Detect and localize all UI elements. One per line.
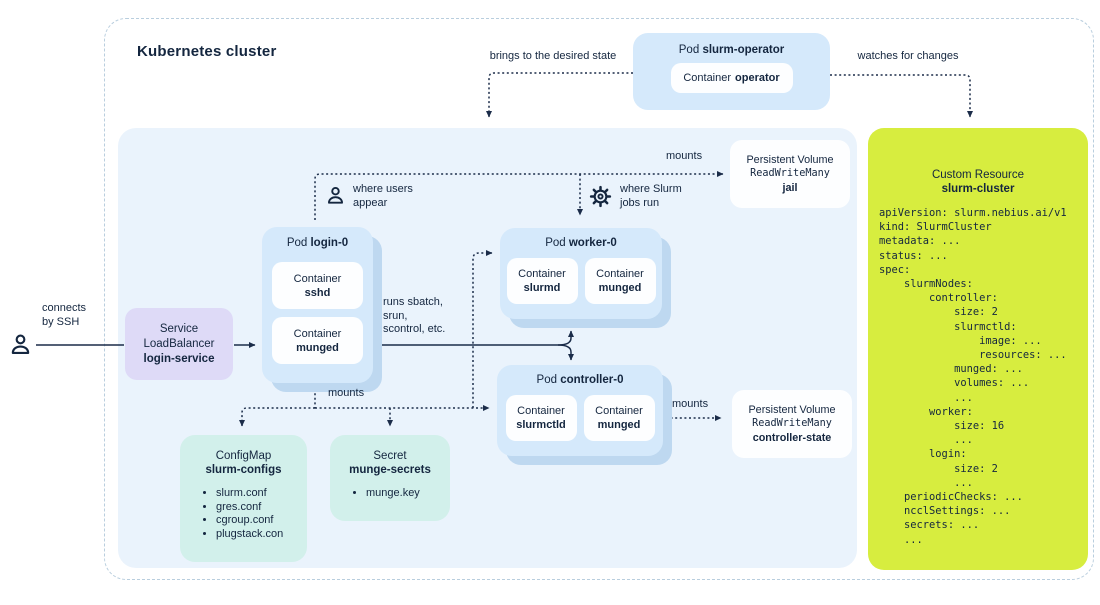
pod-name-label: slurm-operator xyxy=(702,44,785,56)
container-name-label: munged xyxy=(598,282,642,294)
service-kind-label: Service xyxy=(159,322,199,335)
configmap-name-label: slurm-configs xyxy=(205,464,282,476)
pod-login-title: Pod login-0 xyxy=(287,237,348,249)
container-type-label: Container xyxy=(683,72,732,84)
list-item: slurm.conf xyxy=(216,487,307,501)
pv-kind-label: Persistent Volume xyxy=(748,404,836,416)
list-item: cgroup.conf xyxy=(216,514,307,528)
container-name-label: slurmd xyxy=(523,282,561,294)
pod-type-label: Pod xyxy=(678,44,700,56)
pv-access-mode-label: ReadWriteMany xyxy=(752,418,832,429)
pv-name-label: controller-state xyxy=(752,432,832,444)
container-name-label: operator xyxy=(735,72,780,84)
configmap-slurm-configs: ConfigMap slurm-configs slurm.conf gres.… xyxy=(180,435,307,562)
pod-controller-0: Pod controller-0 Container slurmctld Con… xyxy=(497,365,663,456)
container-name-label: sshd xyxy=(304,286,331,299)
user-icon xyxy=(324,184,347,212)
pv-kind-label: Persistent Volume xyxy=(746,154,834,166)
custom-resource-title: Custom Resource slurm-cluster xyxy=(868,168,1088,196)
gear-icon xyxy=(588,184,613,214)
secret-name-label: munge-secrets xyxy=(349,464,431,476)
pod-name-label: controller-0 xyxy=(560,374,624,386)
user-icon xyxy=(7,331,34,363)
container-munged-controller: Container munged xyxy=(583,395,655,441)
label-mounts-configs: mounts xyxy=(328,387,365,399)
configmap-kind-label: ConfigMap xyxy=(215,450,272,462)
container-operator: Container operator xyxy=(670,63,793,93)
label-mounts-jail: mounts xyxy=(666,150,703,162)
configmap-file-list: slurm.conf gres.conf cgroup.conf plugsta… xyxy=(204,487,307,541)
pv-name-label: jail xyxy=(782,182,798,194)
container-type-label: Container xyxy=(293,272,342,285)
container-type-label: Container xyxy=(293,327,342,340)
pod-controller-title: Pod controller-0 xyxy=(537,374,624,386)
secret-kind-label: Secret xyxy=(373,450,407,462)
pod-type-label: Pod xyxy=(536,374,557,386)
container-sshd: Container sshd xyxy=(272,262,363,309)
pod-login-0: Pod login-0 Container sshd Container mun… xyxy=(262,227,373,383)
container-type-label: Container xyxy=(517,405,565,417)
container-slurmctld: Container slurmctld xyxy=(505,395,577,441)
label-watches-for-changes: watches for changes xyxy=(857,50,959,62)
container-name-label: slurmctld xyxy=(516,419,566,431)
pv-controller-state: Persistent Volume ReadWriteMany controll… xyxy=(732,390,852,458)
container-name-label: munged xyxy=(597,419,641,431)
custom-resource-box: Custom Resource slurm-cluster apiVersion… xyxy=(868,128,1088,570)
list-item: munge.key xyxy=(366,487,450,501)
container-slurmd: Container slurmd xyxy=(506,258,578,304)
list-item: gres.conf xyxy=(216,501,307,515)
pod-name-label: worker-0 xyxy=(568,237,617,249)
label-where-users-appear: where users appear xyxy=(353,183,413,209)
container-type-label: Container xyxy=(518,268,566,280)
custom-resource-name: slurm-cluster xyxy=(941,183,1015,195)
container-munged-login: Container munged xyxy=(272,317,363,364)
pod-type-label: Pod xyxy=(286,237,308,249)
label-where-slurm-jobs-run: where Slurm jobs run xyxy=(620,183,682,209)
container-name-label: munged xyxy=(296,341,339,354)
label-mounts-controller-state: mounts xyxy=(672,398,709,410)
service-name-label: login-service xyxy=(143,352,215,365)
custom-resource-kind: Custom Resource xyxy=(931,169,1025,181)
pod-type-label: Pod xyxy=(545,237,566,249)
pod-name-label: login-0 xyxy=(310,237,349,249)
label-brings-to-desired-state: brings to the desired state xyxy=(489,50,617,62)
label-connects-by-ssh: connects by SSH xyxy=(42,302,87,328)
pv-access-mode-label: ReadWriteMany xyxy=(750,168,830,179)
pod-worker-0: Pod worker-0 Container slurmd Container … xyxy=(500,228,662,319)
container-munged-worker: Container munged xyxy=(584,258,656,304)
custom-resource-yaml: apiVersion: slurm.nebius.ai/v1 kind: Slu… xyxy=(879,207,1067,546)
pod-slurm-operator-title: Pod slurm-operator xyxy=(679,44,784,56)
pv-jail: Persistent Volume ReadWriteMany jail xyxy=(730,140,850,208)
pod-slurm-operator: Pod slurm-operator Container operator xyxy=(633,33,830,110)
container-type-label: Container xyxy=(595,405,643,417)
container-type-label: Container xyxy=(596,268,644,280)
secret-file-list: munge.key xyxy=(354,487,450,501)
label-runs-sbatch: runs sbatch, srun, scontrol, etc. xyxy=(383,296,446,335)
pod-worker-title: Pod worker-0 xyxy=(545,237,617,249)
service-type-label: LoadBalancer xyxy=(143,337,215,350)
service-login-service: Service LoadBalancer login-service xyxy=(125,308,233,380)
list-item: plugstack.con xyxy=(216,528,307,542)
cluster-title: Kubernetes cluster xyxy=(137,43,277,60)
secret-munge-secrets: Secret munge-secrets munge.key xyxy=(330,435,450,521)
